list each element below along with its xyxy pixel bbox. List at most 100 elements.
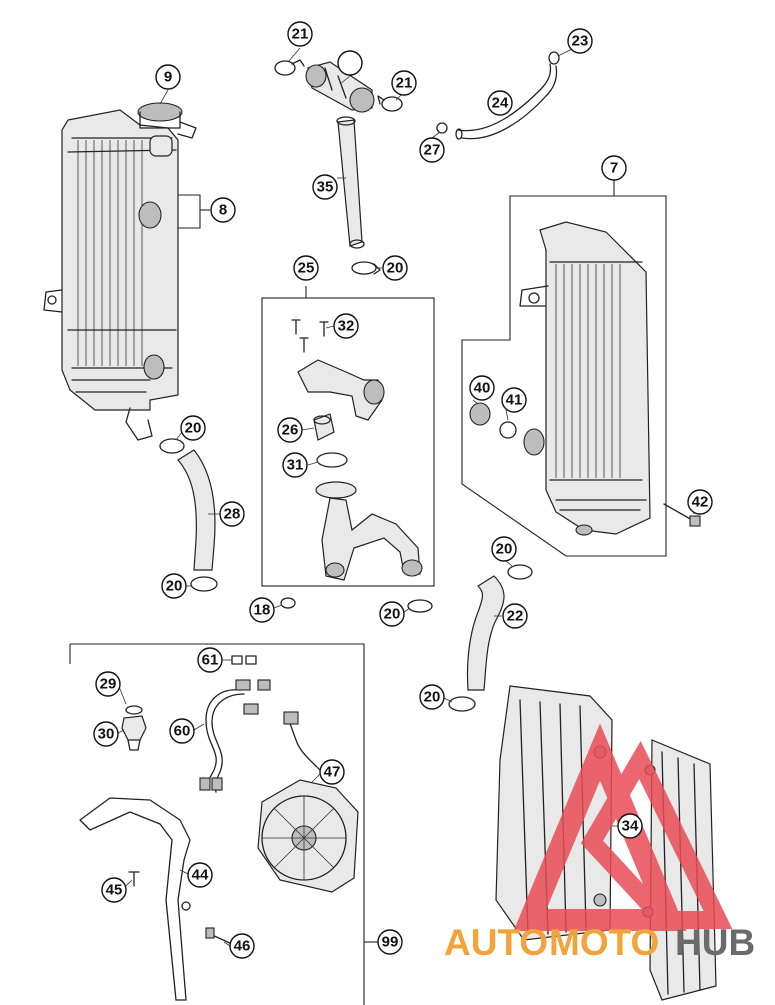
callout-44: 44 (187, 862, 213, 888)
svg-text:34: 34 (622, 818, 639, 835)
svg-text:20: 20 (496, 541, 513, 558)
svg-text:47: 47 (324, 764, 341, 781)
left-radiator (43, 102, 197, 441)
svg-text:7: 7 (610, 160, 618, 177)
hose-clamp-20-lower-right (448, 696, 476, 712)
hose-clamp-21-left (274, 59, 305, 76)
svg-text:30: 30 (98, 726, 115, 743)
bolt-42 (663, 503, 701, 527)
svg-text:44: 44 (192, 867, 209, 884)
watermark-text-auto: AUTO (444, 922, 548, 963)
bracket-44 (79, 797, 191, 1001)
svg-text:46: 46 (234, 938, 251, 955)
svg-text:42: 42 (692, 494, 709, 511)
svg-text:60: 60 (174, 723, 191, 740)
callout-8: 8 (210, 197, 236, 223)
group-box-99 (70, 643, 365, 1005)
callout-9: 9 (155, 64, 181, 90)
svg-text:20: 20 (424, 689, 441, 706)
callout-41: 41 (501, 387, 527, 413)
svg-text:18: 18 (254, 602, 271, 619)
hose-clip-27 (436, 122, 448, 134)
callout-20-upper-left: 20 (180, 415, 206, 441)
callout-19 (337, 50, 363, 76)
callout-20-lower-right: 20 (419, 684, 445, 710)
thermostat-housing-base (315, 481, 423, 581)
washer-41 (499, 421, 517, 439)
thermostat-26 (313, 413, 335, 441)
fan-47 (257, 711, 359, 893)
fuse-61 (231, 655, 257, 665)
temp-switch-30 (121, 715, 147, 751)
svg-text:32: 32 (338, 318, 355, 335)
right-radiator (519, 221, 651, 536)
callout-23: 23 (567, 28, 593, 54)
svg-text:29: 29 (100, 676, 117, 693)
clamp-18 (280, 597, 296, 609)
watermark-text-hub: HUB (675, 922, 755, 963)
callout-20-top: 20 (382, 255, 408, 281)
screw-45 (128, 871, 140, 887)
hose-22 (466, 575, 505, 691)
callout-21-right: 21 (391, 70, 417, 96)
callout-61: 61 (197, 647, 223, 673)
hose-clamp-20-center (407, 599, 433, 613)
callout-27: 27 (419, 137, 445, 163)
hose-35 (336, 116, 365, 249)
svg-text:27: 27 (424, 142, 441, 159)
callout-45: 45 (101, 877, 127, 903)
callout-40: 40 (469, 375, 495, 401)
callout-99: 99 (377, 929, 403, 955)
hose-clamp-20-upper-left (159, 438, 185, 454)
svg-text:21: 21 (292, 26, 309, 43)
svg-text:61: 61 (202, 652, 219, 669)
group-box-25 (261, 297, 435, 587)
screws-32 (291, 319, 329, 353)
svg-text:9: 9 (164, 69, 172, 86)
svg-text:26: 26 (282, 422, 299, 439)
hose-clamp-20-top (351, 261, 381, 275)
callout-18: 18 (249, 597, 275, 623)
callout-60: 60 (169, 718, 195, 744)
callout-46: 46 (229, 933, 255, 959)
svg-text:20: 20 (387, 260, 404, 277)
hose-clamp-21-right (377, 95, 403, 112)
callout-21-left: 21 (287, 21, 313, 47)
hose-clamp-20-lower-left (190, 576, 218, 592)
bolt-46 (205, 927, 233, 945)
svg-text:24: 24 (492, 95, 509, 112)
callout-28: 28 (219, 501, 245, 527)
callout-20-center: 20 (379, 601, 405, 627)
callout-42: 42 (687, 489, 713, 515)
wiring-harness-60 (199, 679, 271, 793)
svg-text:20: 20 (185, 420, 202, 437)
svg-text:35: 35 (317, 179, 334, 196)
svg-text:23: 23 (572, 33, 589, 50)
thermostat-housing-cover (297, 359, 385, 421)
leader-8 (178, 194, 201, 229)
svg-text:8: 8 (219, 202, 227, 219)
svg-text:20: 20 (166, 578, 183, 595)
callout-7: 7 (601, 155, 627, 181)
washer-29 (125, 705, 143, 715)
svg-text:25: 25 (298, 260, 315, 277)
callout-24: 24 (487, 90, 513, 116)
callout-34: 34 (617, 813, 643, 839)
callout-26: 26 (277, 417, 303, 443)
watermark-text: AUTO MOTO HUB (444, 922, 755, 963)
svg-text:31: 31 (287, 457, 304, 474)
callout-35: 35 (312, 174, 338, 200)
svg-text:45: 45 (106, 882, 123, 899)
hose-28 (177, 449, 216, 571)
callout-29: 29 (95, 671, 121, 697)
svg-text:40: 40 (474, 380, 491, 397)
hose-clip-23 (548, 51, 560, 65)
svg-text:28: 28 (224, 506, 241, 523)
callout-22: 22 (502, 603, 528, 629)
hose-fitting-19 (305, 61, 375, 113)
callout-32: 32 (333, 313, 359, 339)
overflow-hose-24 (455, 63, 558, 140)
hose-clamp-20-upper-right (507, 564, 533, 580)
callout-20-upper-right: 20 (491, 536, 517, 562)
